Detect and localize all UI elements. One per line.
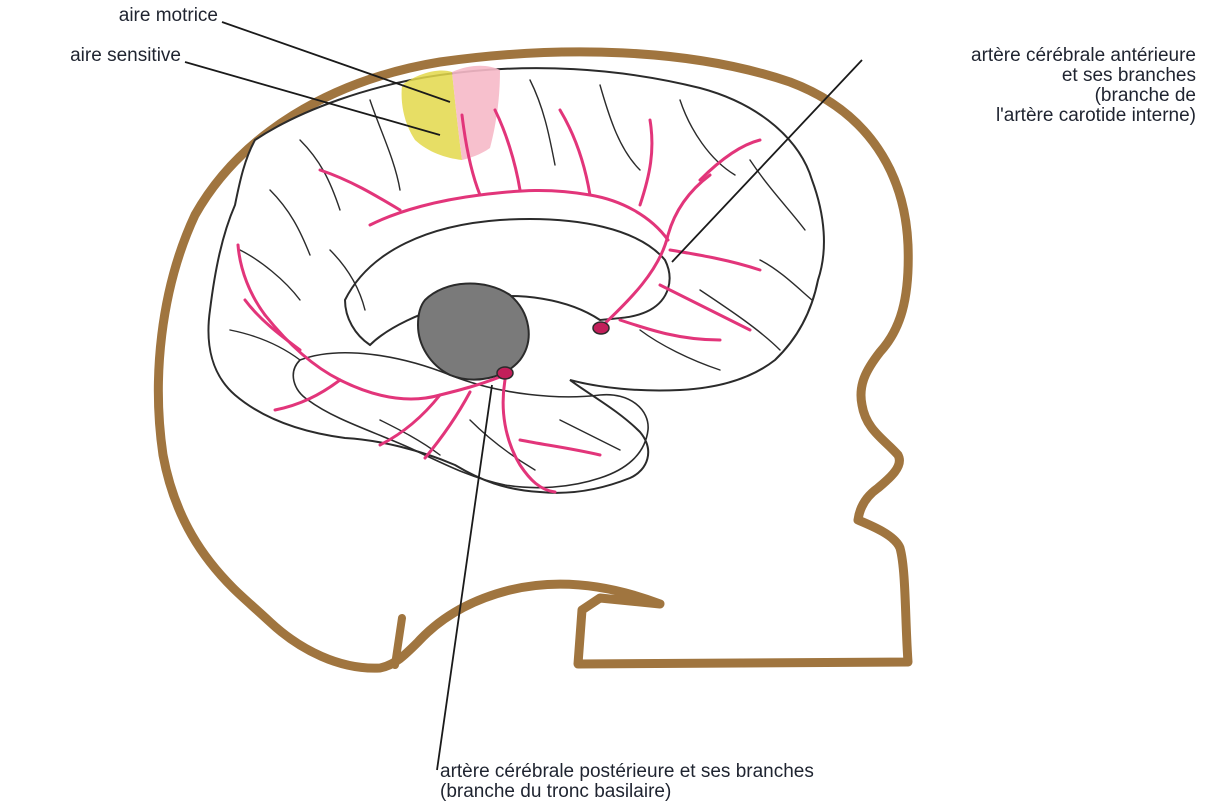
label-posterior-line-2: (branche du tronc basilaire)	[440, 782, 1000, 802]
label-posterior-artery: artère cérébrale postérieure et ses bran…	[440, 762, 1000, 802]
label-motor-area: aire motrice	[50, 6, 218, 26]
label-anterior-line-4: l'artère carotide interne)	[840, 106, 1196, 126]
label-anterior-artery: artère cérébrale antérieure et ses branc…	[840, 46, 1196, 126]
label-posterior-line-1: artère cérébrale postérieure et ses bran…	[440, 762, 1000, 782]
label-anterior-line-2: et ses branches	[840, 66, 1196, 86]
thalamus	[418, 284, 529, 380]
posterior-artery-section	[497, 367, 513, 379]
label-sensory-area: aire sensitive	[0, 46, 181, 66]
label-anterior-line-3: (branche de	[840, 86, 1196, 106]
label-anterior-line-1: artère cérébrale antérieure	[840, 46, 1196, 66]
anterior-artery-section	[593, 322, 609, 334]
